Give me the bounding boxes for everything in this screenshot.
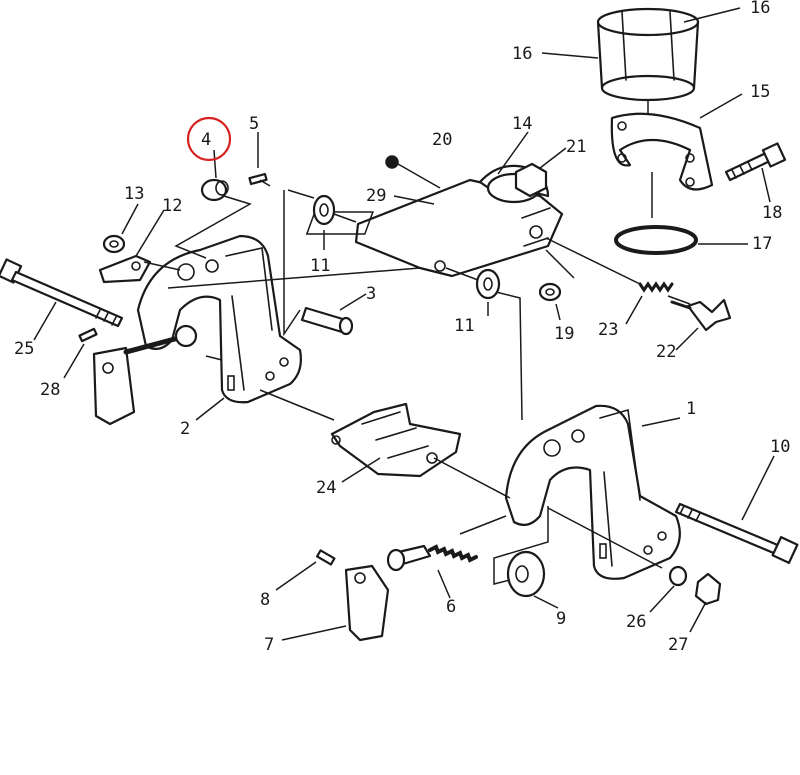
part-7-tilt-lever[interactable] (344, 564, 390, 642)
callout-4[interactable]: 4 (201, 130, 211, 150)
part-21-cap[interactable] (514, 162, 548, 198)
callout-22[interactable]: 22 (656, 342, 676, 362)
callout-16-left[interactable]: 16 (512, 44, 532, 64)
part-9-roller[interactable] (506, 550, 546, 598)
callout-25[interactable]: 25 (14, 339, 34, 359)
part-6-threaded-rod[interactable] (386, 544, 478, 572)
part-3-pin[interactable] (300, 306, 354, 336)
part-2-clamp-bracket[interactable] (136, 234, 302, 404)
callout-16-top[interactable]: 16 (750, 0, 770, 18)
callout-17[interactable]: 17 (752, 234, 772, 254)
part-23-spring[interactable] (638, 281, 674, 293)
callout-29[interactable]: 29 (366, 186, 386, 206)
callout-24[interactable]: 24 (316, 478, 336, 498)
callout-leaders (33, 7, 775, 641)
callout-26[interactable]: 26 (626, 612, 646, 632)
callout-18[interactable]: 18 (762, 203, 782, 223)
callout-19[interactable]: 19 (554, 324, 574, 344)
part-13-nut[interactable] (102, 234, 126, 254)
part-11-upper-bushing[interactable] (312, 194, 336, 226)
part-24-tilt-stopper[interactable] (330, 402, 462, 478)
callout-23[interactable]: 23 (598, 320, 618, 340)
callout-3[interactable]: 3 (366, 284, 376, 304)
callout-6[interactable]: 6 (446, 597, 456, 617)
callout-10[interactable]: 10 (770, 437, 790, 457)
callout-20[interactable]: 20 (432, 130, 452, 150)
part-27-wing-nut[interactable] (694, 572, 722, 606)
part-25-bolt[interactable] (0, 258, 124, 328)
part-17-o-ring[interactable] (614, 225, 698, 255)
part-12-plate[interactable] (98, 254, 152, 284)
callout-27[interactable]: 27 (668, 635, 688, 655)
callout-7[interactable]: 7 (264, 635, 274, 655)
callout-12[interactable]: 12 (162, 196, 182, 216)
callout-labels: 16 16 15 14 20 21 29 18 17 4 5 13 12 11 … (14, 0, 790, 655)
highlight-ring-part-4 (186, 116, 232, 162)
left-tilt-lever[interactable] (92, 324, 198, 426)
assembly-lines (143, 179, 691, 585)
part-11-lower-bushing[interactable] (475, 268, 501, 300)
callout-11-upper[interactable]: 11 (310, 256, 330, 276)
callout-13[interactable]: 13 (124, 184, 144, 204)
callout-1[interactable]: 1 (686, 399, 696, 419)
callout-8[interactable]: 8 (260, 590, 270, 610)
part-22-wing-screw[interactable] (670, 298, 732, 332)
callout-14[interactable]: 14 (512, 114, 532, 134)
callout-28[interactable]: 28 (40, 380, 60, 400)
part-26-washer[interactable] (668, 565, 688, 587)
part-16-sleeve[interactable] (596, 7, 700, 118)
part-15-clamp-half[interactable] (610, 112, 714, 218)
callout-15[interactable]: 15 (750, 82, 770, 102)
part-10-bolt[interactable] (674, 502, 799, 564)
part-1-clamp-bracket[interactable] (504, 404, 681, 580)
part-28-pin[interactable] (78, 327, 98, 343)
callout-11-lower[interactable]: 11 (454, 316, 474, 336)
part-19-nut[interactable] (538, 282, 562, 302)
part-4-bushing[interactable] (200, 178, 229, 202)
part-18-bolt[interactable] (724, 142, 787, 182)
callout-21[interactable]: 21 (566, 137, 586, 157)
callout-9[interactable]: 9 (556, 609, 566, 629)
part-8-pin[interactable] (315, 549, 336, 566)
part-5-pin[interactable] (248, 172, 268, 186)
callout-5[interactable]: 5 (249, 114, 259, 134)
callout-2[interactable]: 2 (180, 419, 190, 439)
part-20-nipple[interactable] (385, 155, 441, 189)
